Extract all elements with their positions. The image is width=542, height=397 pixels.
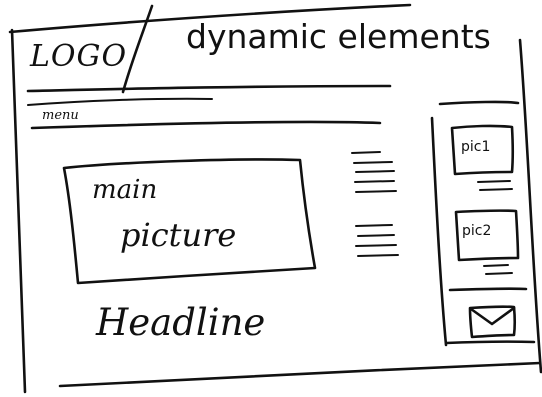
pic1-caption-line: [477, 180, 511, 183]
text-line: [355, 244, 397, 247]
envelope-icon[interactable]: [468, 305, 517, 339]
main-picture-label-line2: picture: [120, 216, 237, 254]
pic2-caption-line: [483, 264, 509, 267]
text-line: [354, 180, 395, 183]
page-title: dynamic elements: [186, 17, 491, 56]
frame-right-edge: [518, 38, 542, 374]
text-line: [355, 224, 393, 227]
envelope-outline: [468, 305, 517, 339]
frame-bottom-edge: [58, 361, 542, 388]
logo-divider: [121, 4, 154, 94]
pic2-caption-line: [485, 272, 513, 275]
frame-top-edge: [8, 3, 412, 34]
text-line: [351, 151, 381, 154]
main-picture-frame: [62, 158, 317, 285]
main-picture-label-line1: main: [92, 175, 158, 205]
menu-bar-bottom: [30, 120, 382, 130]
sidebar-item-pic1[interactable]: pic1: [461, 139, 491, 155]
logo[interactable]: LOGO: [30, 39, 128, 74]
envelope-flap: [469, 306, 516, 326]
pic1-caption-line: [479, 188, 513, 191]
text-line: [353, 161, 393, 164]
sidebar-item-pic2[interactable]: pic2: [462, 223, 492, 239]
pic1-frame: [450, 124, 515, 176]
headline: Headline: [96, 301, 266, 344]
text-line: [357, 254, 399, 257]
text-line: [355, 170, 395, 173]
menu-bar-top: [27, 97, 213, 106]
menu-label[interactable]: menu: [42, 108, 79, 123]
text-line: [355, 190, 397, 193]
text-line: [357, 234, 395, 237]
sidebar-frame: [430, 100, 536, 347]
sidebar-separator: [448, 287, 528, 292]
frame-left-edge: [10, 28, 27, 394]
header-bottom-line: [26, 84, 392, 93]
pic2-frame: [454, 209, 520, 262]
